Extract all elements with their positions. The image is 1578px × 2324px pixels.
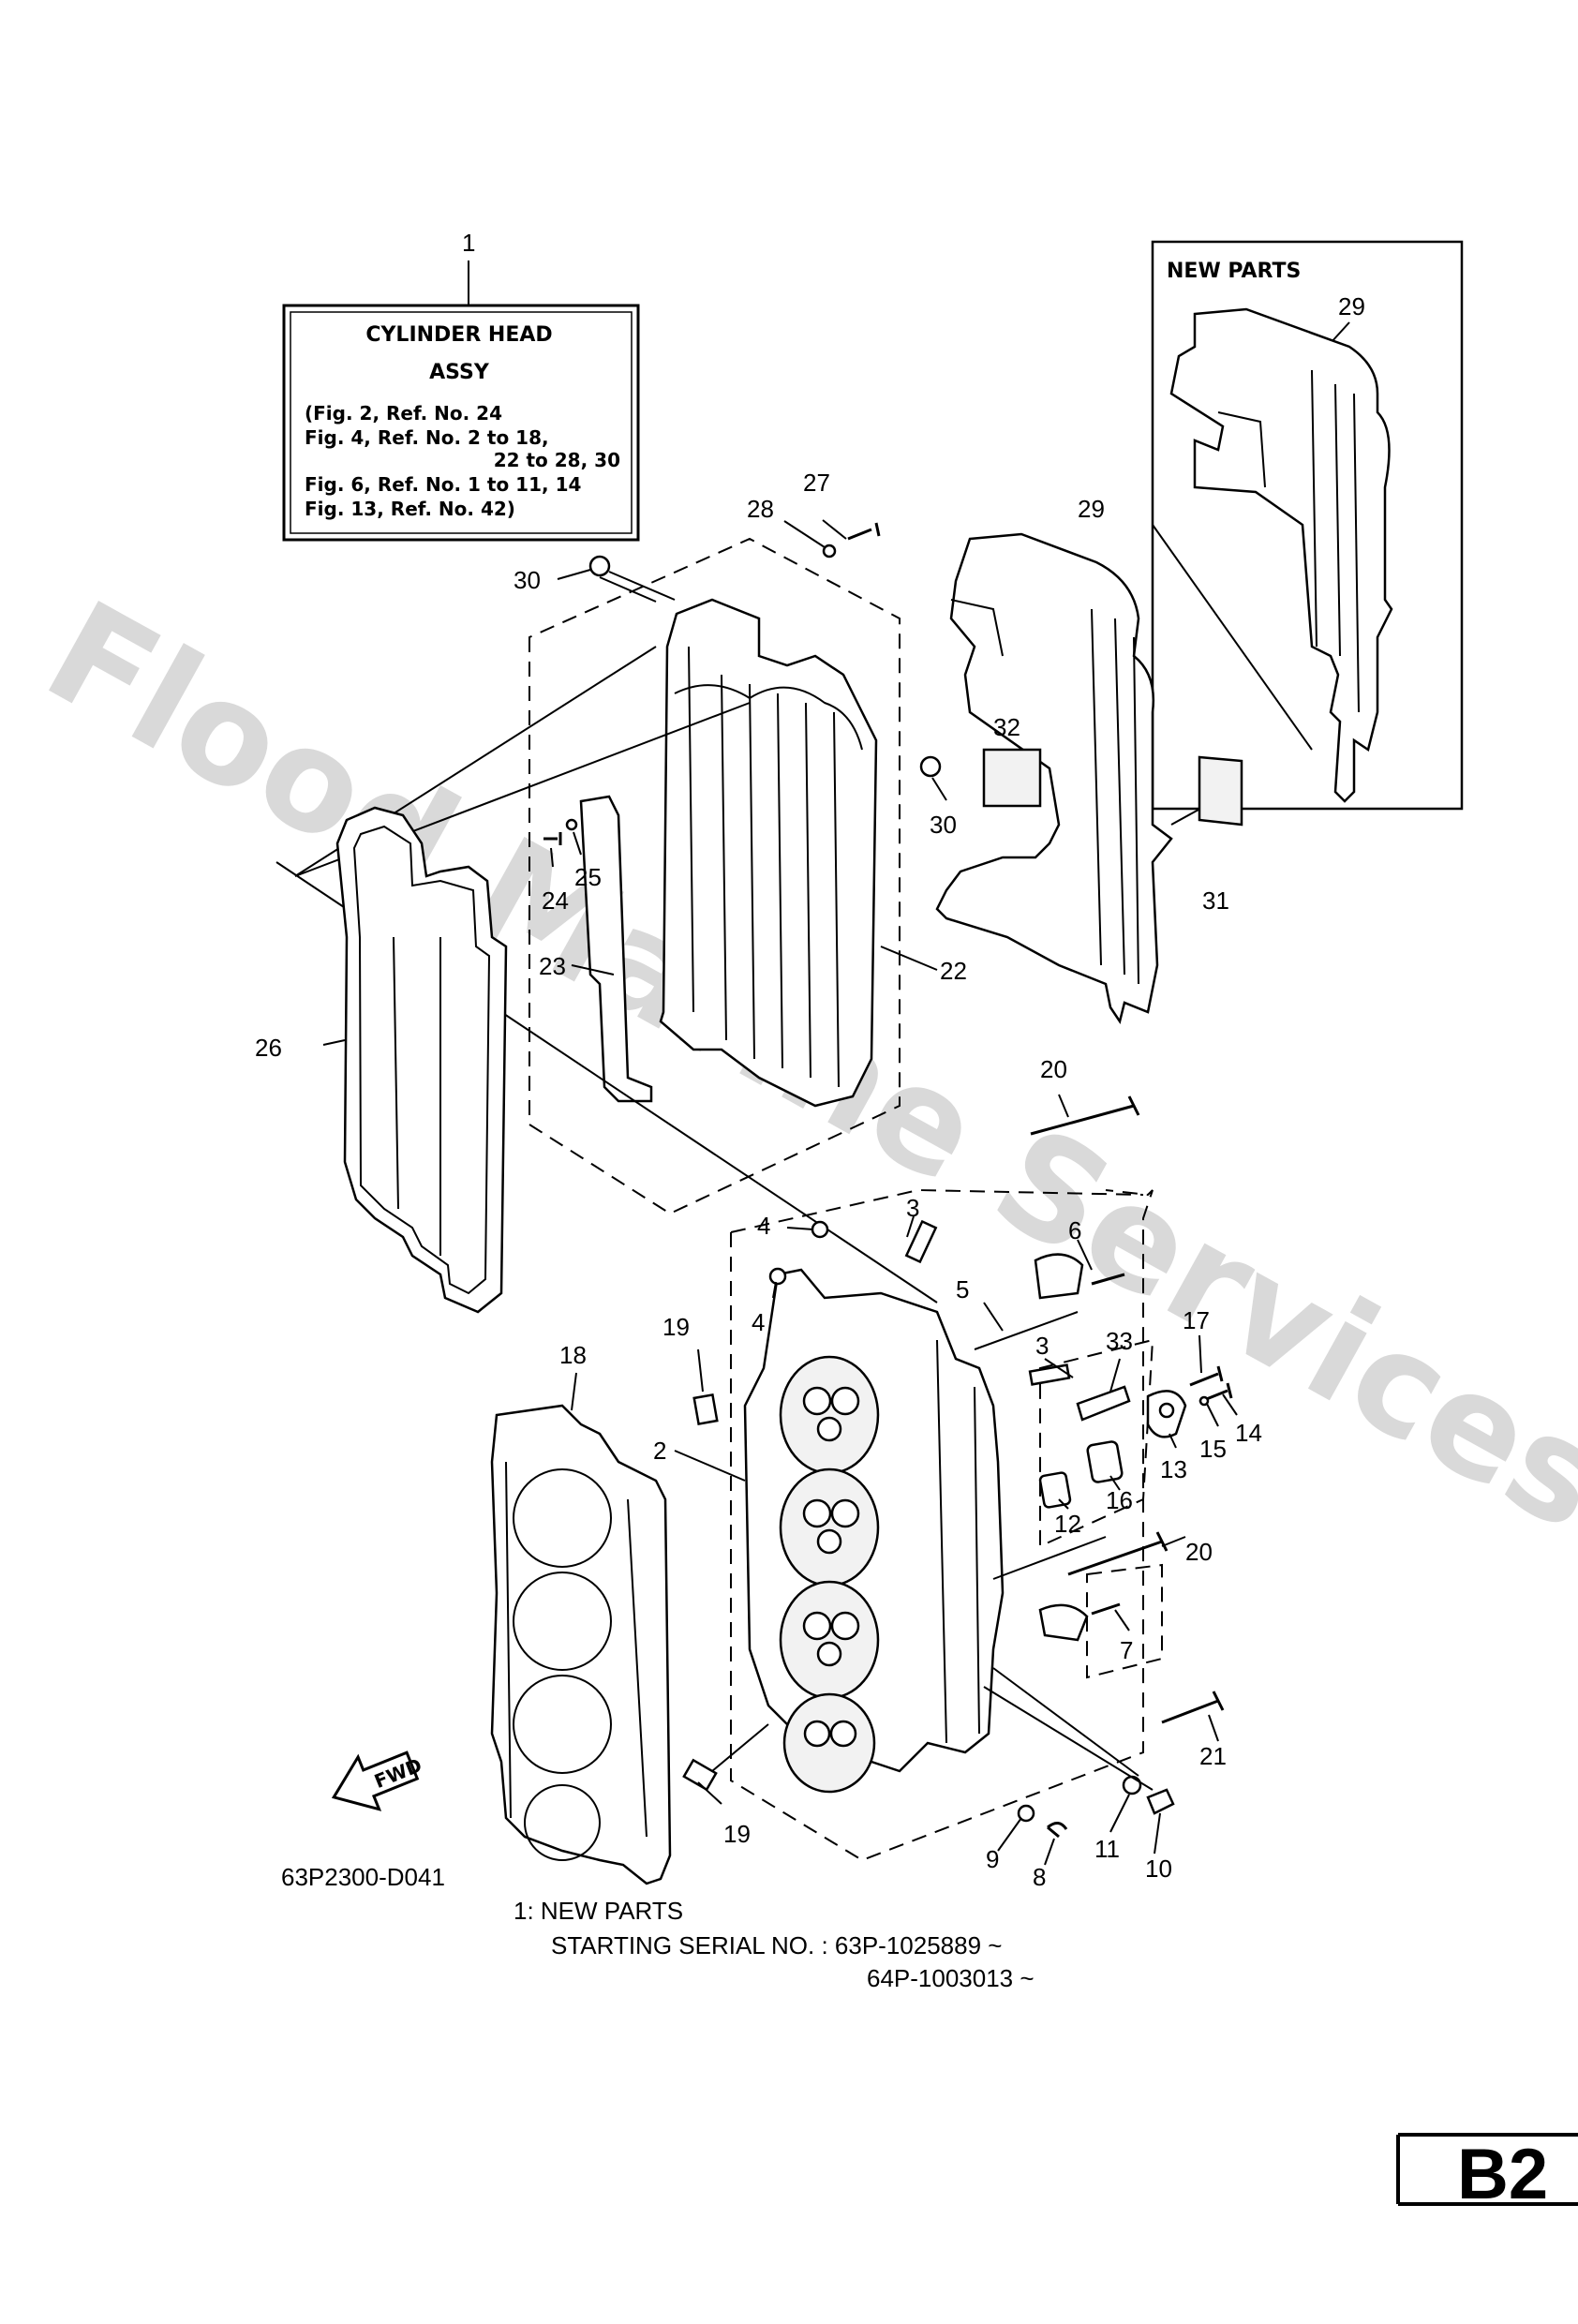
cover-29 <box>935 532 1243 1025</box>
callout-20-lower: 20 <box>1185 1538 1213 1566</box>
callout-4-upper: 4 <box>757 1212 770 1240</box>
assy-subtitle: ASSY <box>429 361 490 384</box>
new-parts-box: NEW PARTS 29 <box>1151 240 1464 811</box>
gasket-18 <box>490 1404 672 1885</box>
note-line-2: STARTING SERIAL NO. : 63P-1025889 ~ <box>551 1931 1002 1959</box>
callout-17: 17 <box>1183 1306 1210 1334</box>
callout-1: 1 <box>462 229 475 257</box>
page-tag: B2 <box>1396 2133 1578 2214</box>
callout-20-upper: 20 <box>1040 1055 1067 1083</box>
assy-line-3: 22 to 28, 30 <box>494 449 620 471</box>
note-line-1: 1: NEW PARTS <box>514 1897 683 1925</box>
callout-19-lower: 19 <box>723 1820 751 1848</box>
page-tag-label: B2 <box>1457 2135 1548 2214</box>
callout-4-lower: 4 <box>752 1308 765 1336</box>
gasket-26 <box>335 806 508 1314</box>
callout-2: 2 <box>653 1437 666 1465</box>
callout-12: 12 <box>1054 1510 1081 1538</box>
callout-19-upper: 19 <box>662 1313 690 1341</box>
assy-line-1: (Fig. 2, Ref. No. 24 <box>305 402 502 425</box>
callout-16: 16 <box>1106 1486 1133 1514</box>
combustion-ports <box>779 1355 880 1794</box>
figure-code: 63P2300-D041 <box>281 1863 445 1891</box>
callout-23: 23 <box>539 952 566 980</box>
callout-24: 24 <box>542 886 569 915</box>
callout-10: 10 <box>1145 1855 1172 1883</box>
callout-30-right: 30 <box>930 811 957 839</box>
callout-labels: 27 28 29 30 30 32 31 24 25 23 22 26 20 3… <box>255 469 1262 1891</box>
assy-line-5: Fig. 13, Ref. No. 42) <box>305 498 515 520</box>
callout-7: 7 <box>1120 1636 1133 1664</box>
assy-line-2: Fig. 4, Ref. No. 2 to 18, <box>305 426 549 449</box>
new-parts-title: NEW PARTS <box>1167 260 1301 283</box>
callout-14: 14 <box>1235 1419 1262 1447</box>
callout-25: 25 <box>574 863 602 891</box>
assy-box: 1 CYLINDER HEAD ASSY (Fig. 2, Ref. No. 2… <box>282 229 640 542</box>
callout-13: 13 <box>1160 1455 1187 1483</box>
callout-18: 18 <box>559 1341 587 1369</box>
callout-30-left: 30 <box>514 566 541 594</box>
dowel-19b <box>682 1758 718 1792</box>
callout-26: 26 <box>255 1034 282 1062</box>
callout-8: 8 <box>1033 1863 1046 1891</box>
callout-27: 27 <box>803 469 830 497</box>
assy-title: CYLINDER HEAD <box>365 323 552 347</box>
callout-21: 21 <box>1199 1742 1227 1770</box>
note-line-3: 64P-1003013 ~ <box>867 1964 1035 1992</box>
callout-11: 11 <box>1094 1835 1120 1863</box>
callout-6: 6 <box>1068 1216 1081 1244</box>
callout-29: 29 <box>1078 495 1105 523</box>
head-cover-group <box>528 522 942 1215</box>
assy-line-4: Fig. 6, Ref. No. 1 to 11, 14 <box>305 473 581 496</box>
dowel-19a <box>692 1393 719 1425</box>
box-pointer <box>1152 524 1313 751</box>
callout-9: 9 <box>986 1845 999 1873</box>
lower-leaders <box>571 1094 1238 1866</box>
callout-22: 22 <box>940 957 967 985</box>
callout-15: 15 <box>1199 1435 1227 1463</box>
callout-33: 33 <box>1106 1327 1133 1355</box>
callout-5: 5 <box>956 1275 969 1304</box>
fwd-arrow-icon: FWD <box>331 1750 425 1811</box>
callout-29-box: 29 <box>1338 292 1365 320</box>
callout-3-lower: 3 <box>1035 1332 1049 1360</box>
cylinder-head-group <box>682 1095 1233 1862</box>
callout-28: 28 <box>747 495 774 523</box>
callout-31: 31 <box>1202 886 1229 915</box>
callout-3-upper: 3 <box>906 1194 919 1222</box>
callout-32: 32 <box>993 713 1020 741</box>
